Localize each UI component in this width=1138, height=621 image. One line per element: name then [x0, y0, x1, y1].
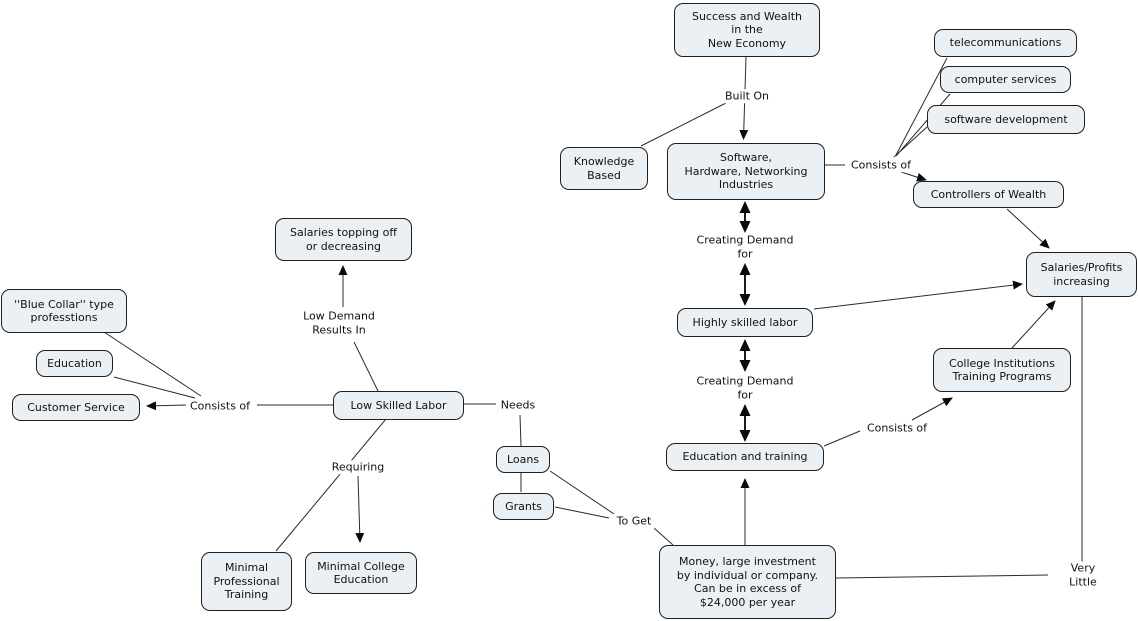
node-education[interactable]: Education: [36, 350, 113, 377]
node-text: Minimal College Education: [317, 559, 405, 587]
node-software-development[interactable]: software development: [927, 105, 1085, 134]
link-label-consists-of-1[interactable]: Consists of: [847, 158, 915, 172]
edge-to-get-to-money: [653, 527, 674, 546]
edge-needs-to-loans: [519, 414, 522, 447]
node-text: software development: [944, 112, 1068, 126]
edge-consists-of-3-to-customer-service: [146, 401, 187, 411]
edge-consists-of-to-software-development: [893, 126, 928, 158]
link-label-low-demand-results-in[interactable]: Low Demand Results In: [300, 309, 378, 337]
link-label-built-on[interactable]: Built On: [721, 89, 773, 103]
edge-consists-of-to-controllers: [900, 171, 927, 182]
node-salaries-profits-increasing[interactable]: Salaries/Profits increasing: [1026, 252, 1137, 297]
link-label-very-little[interactable]: Very Little: [1055, 561, 1111, 589]
node-text: telecommunications: [949, 36, 1062, 50]
edge-low-skilled-to-low-demand: [353, 341, 379, 392]
node-text: Controllers of Wealth: [930, 187, 1047, 201]
link-label-consists-of-3[interactable]: Consists of: [186, 399, 254, 413]
node-text: College Institutions Training Programs: [949, 356, 1055, 384]
node-salaries-topping-off[interactable]: Salaries topping off or decreasing: [275, 218, 412, 261]
edge-consists-of-to-computer-services: [895, 93, 951, 157]
node-blue-collar-professions[interactable]: ''Blue Collar'' type professtions: [1, 289, 127, 333]
edge-controllers-to-salaries-profits: [1006, 208, 1050, 249]
node-controllers-of-wealth[interactable]: Controllers of Wealth: [913, 181, 1064, 208]
node-text: Knowledge Based: [573, 155, 635, 182]
edge-education-training-to-consists-of-2: [823, 430, 861, 447]
node-text: Success and Wealth in the New Economy: [691, 9, 803, 50]
link-label-consists-of-2[interactable]: Consists of: [863, 421, 931, 435]
node-text: Education: [47, 356, 102, 370]
link-label-to-get[interactable]: To Get: [613, 514, 655, 528]
node-knowledge-based[interactable]: Knowledge Based: [560, 147, 648, 190]
link-label-needs[interactable]: Needs: [497, 398, 539, 412]
node-text: Education and training: [682, 450, 808, 464]
edge-loans-to-to-get: [549, 470, 615, 515]
node-minimal-professional-training[interactable]: Minimal Professional Training: [201, 552, 292, 611]
node-text: Grants: [505, 499, 542, 513]
node-grants[interactable]: Grants: [493, 493, 554, 520]
link-label-creating-demand-2[interactable]: Creating Demand for: [693, 374, 797, 402]
edge-grants-to-to-get: [554, 506, 610, 519]
node-loans[interactable]: Loans: [496, 446, 550, 473]
node-text: Salaries/Profits increasing: [1040, 261, 1123, 288]
edge-built-on-to-knowledge-based: [640, 102, 727, 147]
node-text: Low Skilled Labor: [350, 398, 447, 412]
node-highly-skilled-labor[interactable]: Highly skilled labor: [677, 308, 813, 337]
edge-consists-of-3-to-education: [113, 376, 196, 399]
node-text: ''Blue Collar'' type professtions: [14, 297, 114, 325]
node-low-skilled-labor[interactable]: Low Skilled Labor: [333, 391, 464, 420]
node-text: computer services: [954, 72, 1057, 86]
node-text: Minimal Professional Training: [213, 561, 280, 602]
node-text: Highly skilled labor: [692, 315, 798, 329]
node-text: Software, Hardware, Networking Industrie…: [684, 151, 808, 192]
edge-low-skilled-to-minimal-professional: [275, 418, 387, 552]
edge-consists-of-to-telecommunications: [895, 57, 948, 156]
link-label-requiring[interactable]: Requiring: [328, 460, 388, 474]
link-label-creating-demand-1[interactable]: Creating Demand for: [693, 233, 797, 261]
edge-money-to-very-little: [835, 574, 1049, 579]
node-minimal-college-education[interactable]: Minimal College Education: [305, 552, 417, 594]
node-text: Customer Service: [27, 400, 125, 414]
edge-consists-of-2-to-college: [911, 397, 953, 421]
edge-consists-of-3-to-blue-collar: [103, 331, 202, 397]
node-customer-service[interactable]: Customer Service: [12, 394, 140, 421]
node-telecommunications[interactable]: telecommunications: [934, 29, 1077, 57]
node-text: Money, large investment by individual or…: [676, 555, 819, 609]
edge-requiring-to-minimal-college: [355, 475, 365, 543]
edge-highly-skilled-to-salaries-profits: [813, 280, 1023, 310]
node-money-large-investment[interactable]: Money, large investment by individual or…: [659, 545, 836, 619]
edge-college-to-salaries-profits: [1011, 300, 1056, 349]
node-text: Loans: [506, 452, 540, 466]
node-software-hardware-networking[interactable]: Software, Hardware, Networking Industrie…: [667, 143, 825, 200]
node-computer-services[interactable]: computer services: [940, 66, 1071, 93]
node-success-and-wealth[interactable]: Success and Wealth in the New Economy: [674, 3, 820, 57]
node-text: Salaries topping off or decreasing: [290, 226, 397, 253]
node-education-and-training[interactable]: Education and training: [666, 443, 824, 471]
node-college-institutions[interactable]: College Institutions Training Programs: [933, 348, 1071, 392]
